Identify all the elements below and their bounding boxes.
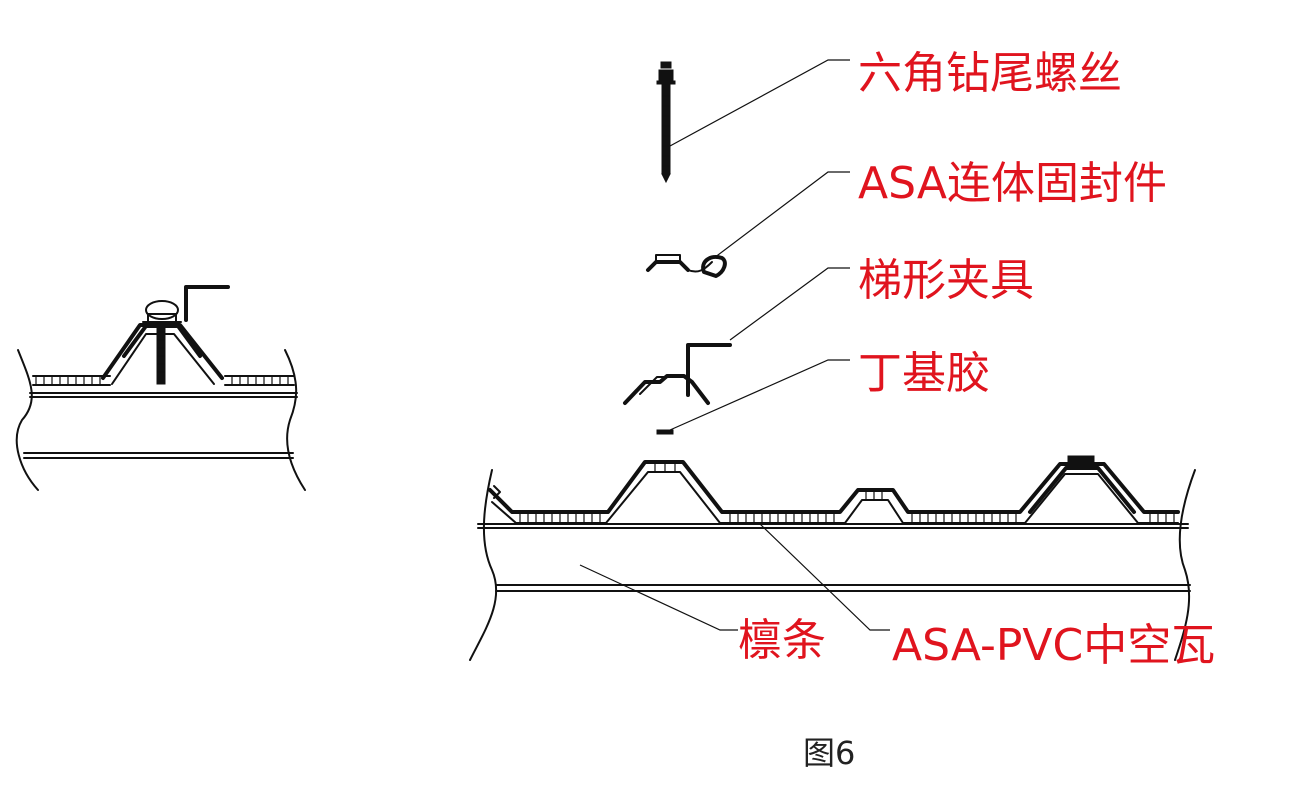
leader-lines bbox=[579, 59, 890, 631]
clamp-part bbox=[623, 343, 732, 405]
label-hex-screw: 六角钻尾螺丝 bbox=[858, 48, 1122, 99]
label-trapezoid-clamp: 梯形夹具 bbox=[858, 255, 1034, 306]
assembled-detail bbox=[15, 285, 306, 491]
label-purlin: 檩条 bbox=[738, 615, 826, 666]
screw-part bbox=[656, 61, 676, 184]
figure-caption: 图6 bbox=[803, 734, 855, 772]
label-asa-seal: ASA连体固封件 bbox=[858, 158, 1167, 209]
rubber-part bbox=[656, 429, 674, 435]
main-tile-assembly bbox=[469, 455, 1196, 661]
label-hollow-tile: ASA-PVC中空瓦 bbox=[892, 620, 1215, 671]
seal-part bbox=[646, 254, 727, 278]
label-butyl-rubber: 丁基胶 bbox=[858, 348, 990, 399]
